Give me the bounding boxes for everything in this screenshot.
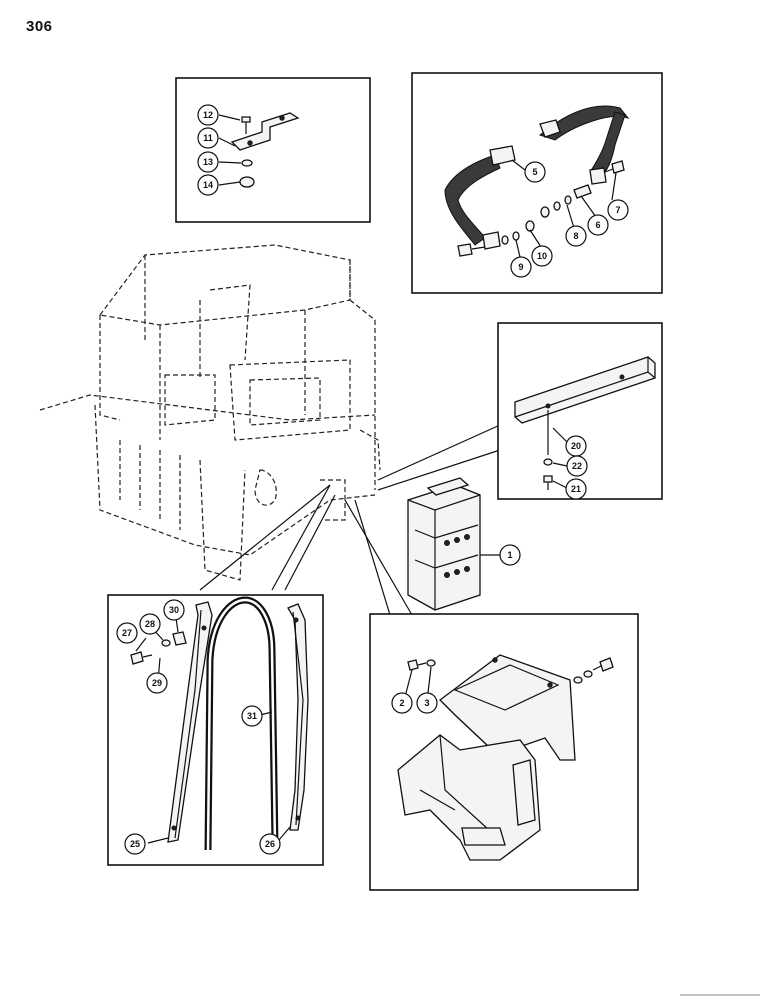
- callout-5: 5: [524, 161, 546, 183]
- door-strip-right: [287, 603, 309, 831]
- callout-2: 2: [391, 692, 413, 714]
- svg-text:7: 7: [615, 205, 620, 215]
- screw-part: [241, 116, 251, 134]
- callout-10: 10: [531, 245, 553, 267]
- callout-7: 7: [607, 199, 629, 221]
- callout-20: 20: [565, 435, 587, 457]
- svg-text:26: 26: [265, 839, 275, 849]
- callout-25: 25: [124, 833, 146, 855]
- platform-part: [397, 734, 541, 861]
- lockwasher-part: [241, 159, 253, 167]
- callout-8: 8: [565, 225, 587, 247]
- svg-text:12: 12: [203, 110, 213, 120]
- svg-text:2: 2: [399, 698, 404, 708]
- svg-text:1: 1: [507, 550, 512, 560]
- svg-text:30: 30: [169, 605, 179, 615]
- callout-3: 3: [416, 692, 438, 714]
- svg-text:29: 29: [152, 678, 162, 688]
- svg-text:25: 25: [130, 839, 140, 849]
- bracket-part: [230, 112, 300, 151]
- door-strip-left: [167, 601, 213, 843]
- seat-belt-strap: [444, 105, 630, 250]
- storage-box-part: [407, 477, 481, 611]
- nut-part: [239, 176, 255, 188]
- svg-text:27: 27: [122, 628, 132, 638]
- svg-text:13: 13: [203, 157, 213, 167]
- callout-14: 14: [197, 174, 219, 196]
- panel-bracket-hardware: [175, 77, 371, 223]
- door-seal: [204, 596, 279, 851]
- callout-21: 21: [565, 478, 587, 500]
- door-strip-hardware: [130, 631, 187, 665]
- shield-part: [439, 654, 576, 780]
- svg-text:8: 8: [573, 231, 578, 241]
- callout-12: 12: [197, 104, 219, 126]
- callout-28: 28: [139, 613, 161, 635]
- callout-11: 11: [197, 127, 219, 149]
- callout-13: 13: [197, 151, 219, 173]
- rail-part: [514, 356, 656, 424]
- callout-22: 22: [566, 455, 588, 477]
- callout-29: 29: [146, 672, 168, 694]
- svg-text:10: 10: [537, 251, 547, 261]
- svg-text:6: 6: [595, 220, 600, 230]
- svg-text:20: 20: [571, 441, 581, 451]
- rail-bolt: [543, 475, 553, 490]
- svg-text:31: 31: [247, 711, 257, 721]
- svg-text:11: 11: [203, 133, 213, 143]
- page-number: 306: [26, 18, 53, 35]
- callout-1: 1: [499, 544, 521, 566]
- leader-lines: [199, 424, 501, 616]
- callout-30: 30: [163, 599, 185, 621]
- svg-text:22: 22: [572, 461, 582, 471]
- cab-outline: [39, 244, 381, 581]
- svg-text:14: 14: [203, 180, 213, 190]
- svg-text:9: 9: [518, 262, 523, 272]
- rail-washer: [543, 458, 553, 466]
- svg-text:5: 5: [532, 167, 537, 177]
- callout-6: 6: [587, 214, 609, 236]
- svg-text:3: 3: [424, 698, 429, 708]
- svg-text:21: 21: [571, 484, 581, 494]
- callout-26: 26: [259, 833, 281, 855]
- callout-27: 27: [116, 622, 138, 644]
- callout-31: 31: [241, 705, 263, 727]
- callout-9: 9: [510, 256, 532, 278]
- svg-text:28: 28: [145, 619, 155, 629]
- shield-hardware: [407, 657, 614, 684]
